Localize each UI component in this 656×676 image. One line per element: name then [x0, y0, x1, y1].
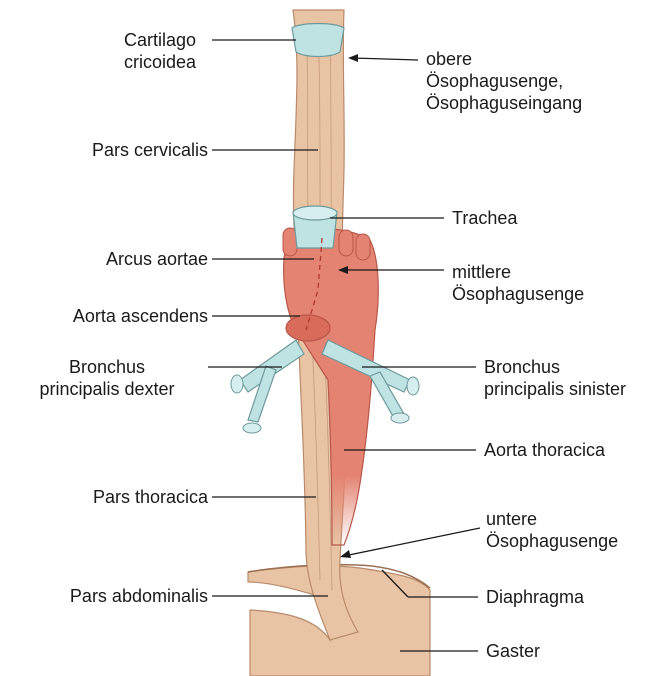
label-trachea: Trachea: [452, 207, 517, 229]
trachea-shape: [293, 206, 337, 248]
label-untere-oesophagusenge: untere Ösophagusenge: [486, 508, 618, 552]
label-pars-thoracica: Pars thoracica: [20, 486, 208, 508]
label-bronchus-dexter: Bronchus principalis dexter: [10, 356, 204, 400]
label-mittlere-oesophagusenge: mittlere Ösophagusenge: [452, 261, 584, 305]
cricoid-cartilage-shape: [292, 24, 344, 57]
label-obere-oesophagusenge: obere Ösophagusenge, Ösophaguseingang: [426, 48, 582, 114]
label-bronchus-sinister: Bronchus principalis sinister: [484, 356, 626, 400]
label-gaster: Gaster: [486, 640, 540, 662]
label-aorta-thoracica: Aorta thoracica: [484, 439, 605, 461]
label-diaphragma: Diaphragma: [486, 586, 584, 608]
label-arcus-aortae: Arcus aortae: [20, 248, 208, 270]
label-pars-cervicalis: Pars cervicalis: [20, 139, 208, 161]
label-aorta-ascendens: Aorta ascendens: [20, 305, 208, 327]
label-cartilago-cricoidea: Cartilago cricoidea: [112, 29, 208, 73]
label-pars-abdominalis: Pars abdominalis: [20, 585, 208, 607]
